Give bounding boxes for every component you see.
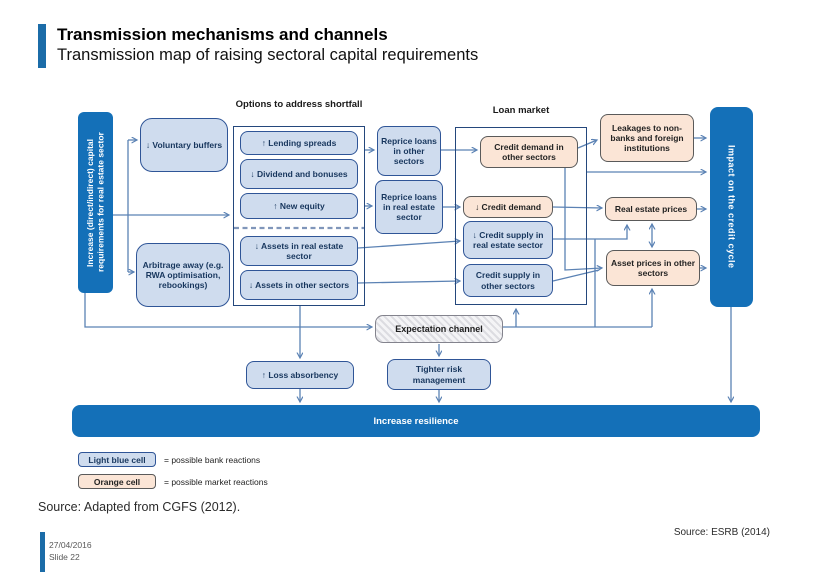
credit-supply-real-estate-box: ↓ Credit supply in real estate sector: [463, 221, 553, 259]
dividend-bonuses-box: ↓ Dividend and bonuses: [240, 159, 358, 189]
legend-light-blue-desc: = possible bank reactions: [164, 455, 261, 465]
new-equity-box: ↑ New equity: [240, 193, 358, 219]
page-title: Transmission mechanisms and channels: [57, 25, 388, 44]
footer-accent-bar: [40, 532, 45, 572]
footer-date: 27/04/2016: [49, 540, 92, 550]
increase-resilience-bar: Increase resilience: [72, 405, 760, 437]
asset-prices-other-box: Asset prices in other sectors: [606, 250, 700, 286]
assets-other-sectors-box: ↓ Assets in other sectors: [240, 270, 358, 300]
loss-absorbency-box: ↑ Loss absorbency: [246, 361, 354, 389]
capital-requirements-bar: Increase (direct/indirect) capital requi…: [78, 112, 113, 293]
legend-orange-cell: Orange cell: [78, 474, 156, 489]
lending-spreads-box: ↑ Lending spreads: [240, 131, 358, 155]
diagram-source-text: Source: Adapted from CGFS (2012).: [38, 500, 241, 514]
real-estate-prices-box: Real estate prices: [605, 197, 697, 221]
leakages-box: Leakages to non-banks and foreign instit…: [600, 114, 694, 162]
loan-market-group-label: Loan market: [492, 105, 550, 116]
expectation-channel-box: Expectation channel: [375, 315, 503, 343]
reprice-loans-real-estate-box: Reprice loans in real estate sector: [375, 180, 443, 234]
credit-demand-box: ↓ Credit demand: [463, 196, 553, 218]
reprice-loans-other-box: Reprice loans in other sectors: [377, 126, 441, 176]
arbitrage-away-box: Arbitrage away (e.g. RWA optimisation, r…: [136, 243, 230, 307]
footer-slide-number: Slide 22: [49, 552, 80, 562]
voluntary-buffers-box: ↓ Voluntary buffers: [140, 118, 228, 172]
legend-light-blue-cell: Light blue cell: [78, 452, 156, 467]
assets-real-estate-box: ↓ Assets in real estate sector: [240, 236, 358, 266]
page-subtitle: Transmission map of raising sectoral cap…: [57, 46, 479, 64]
impact-credit-cycle-bar: Impact on the credit cycle: [710, 107, 753, 307]
options-group-label: Options to address shortfall: [235, 99, 363, 110]
slide-source-text: Source: ESRB (2014): [673, 527, 770, 538]
tighter-risk-box: Tighter risk management: [387, 359, 491, 390]
title-accent-bar: [38, 24, 46, 68]
loan-market-group-box: [455, 127, 587, 305]
credit-supply-other-box: Credit supply in other sectors: [463, 264, 553, 297]
credit-demand-other-box: Credit demand in other sectors: [480, 136, 578, 168]
legend-orange-desc: = possible market reactions: [164, 477, 268, 487]
options-group-box: [233, 126, 365, 306]
